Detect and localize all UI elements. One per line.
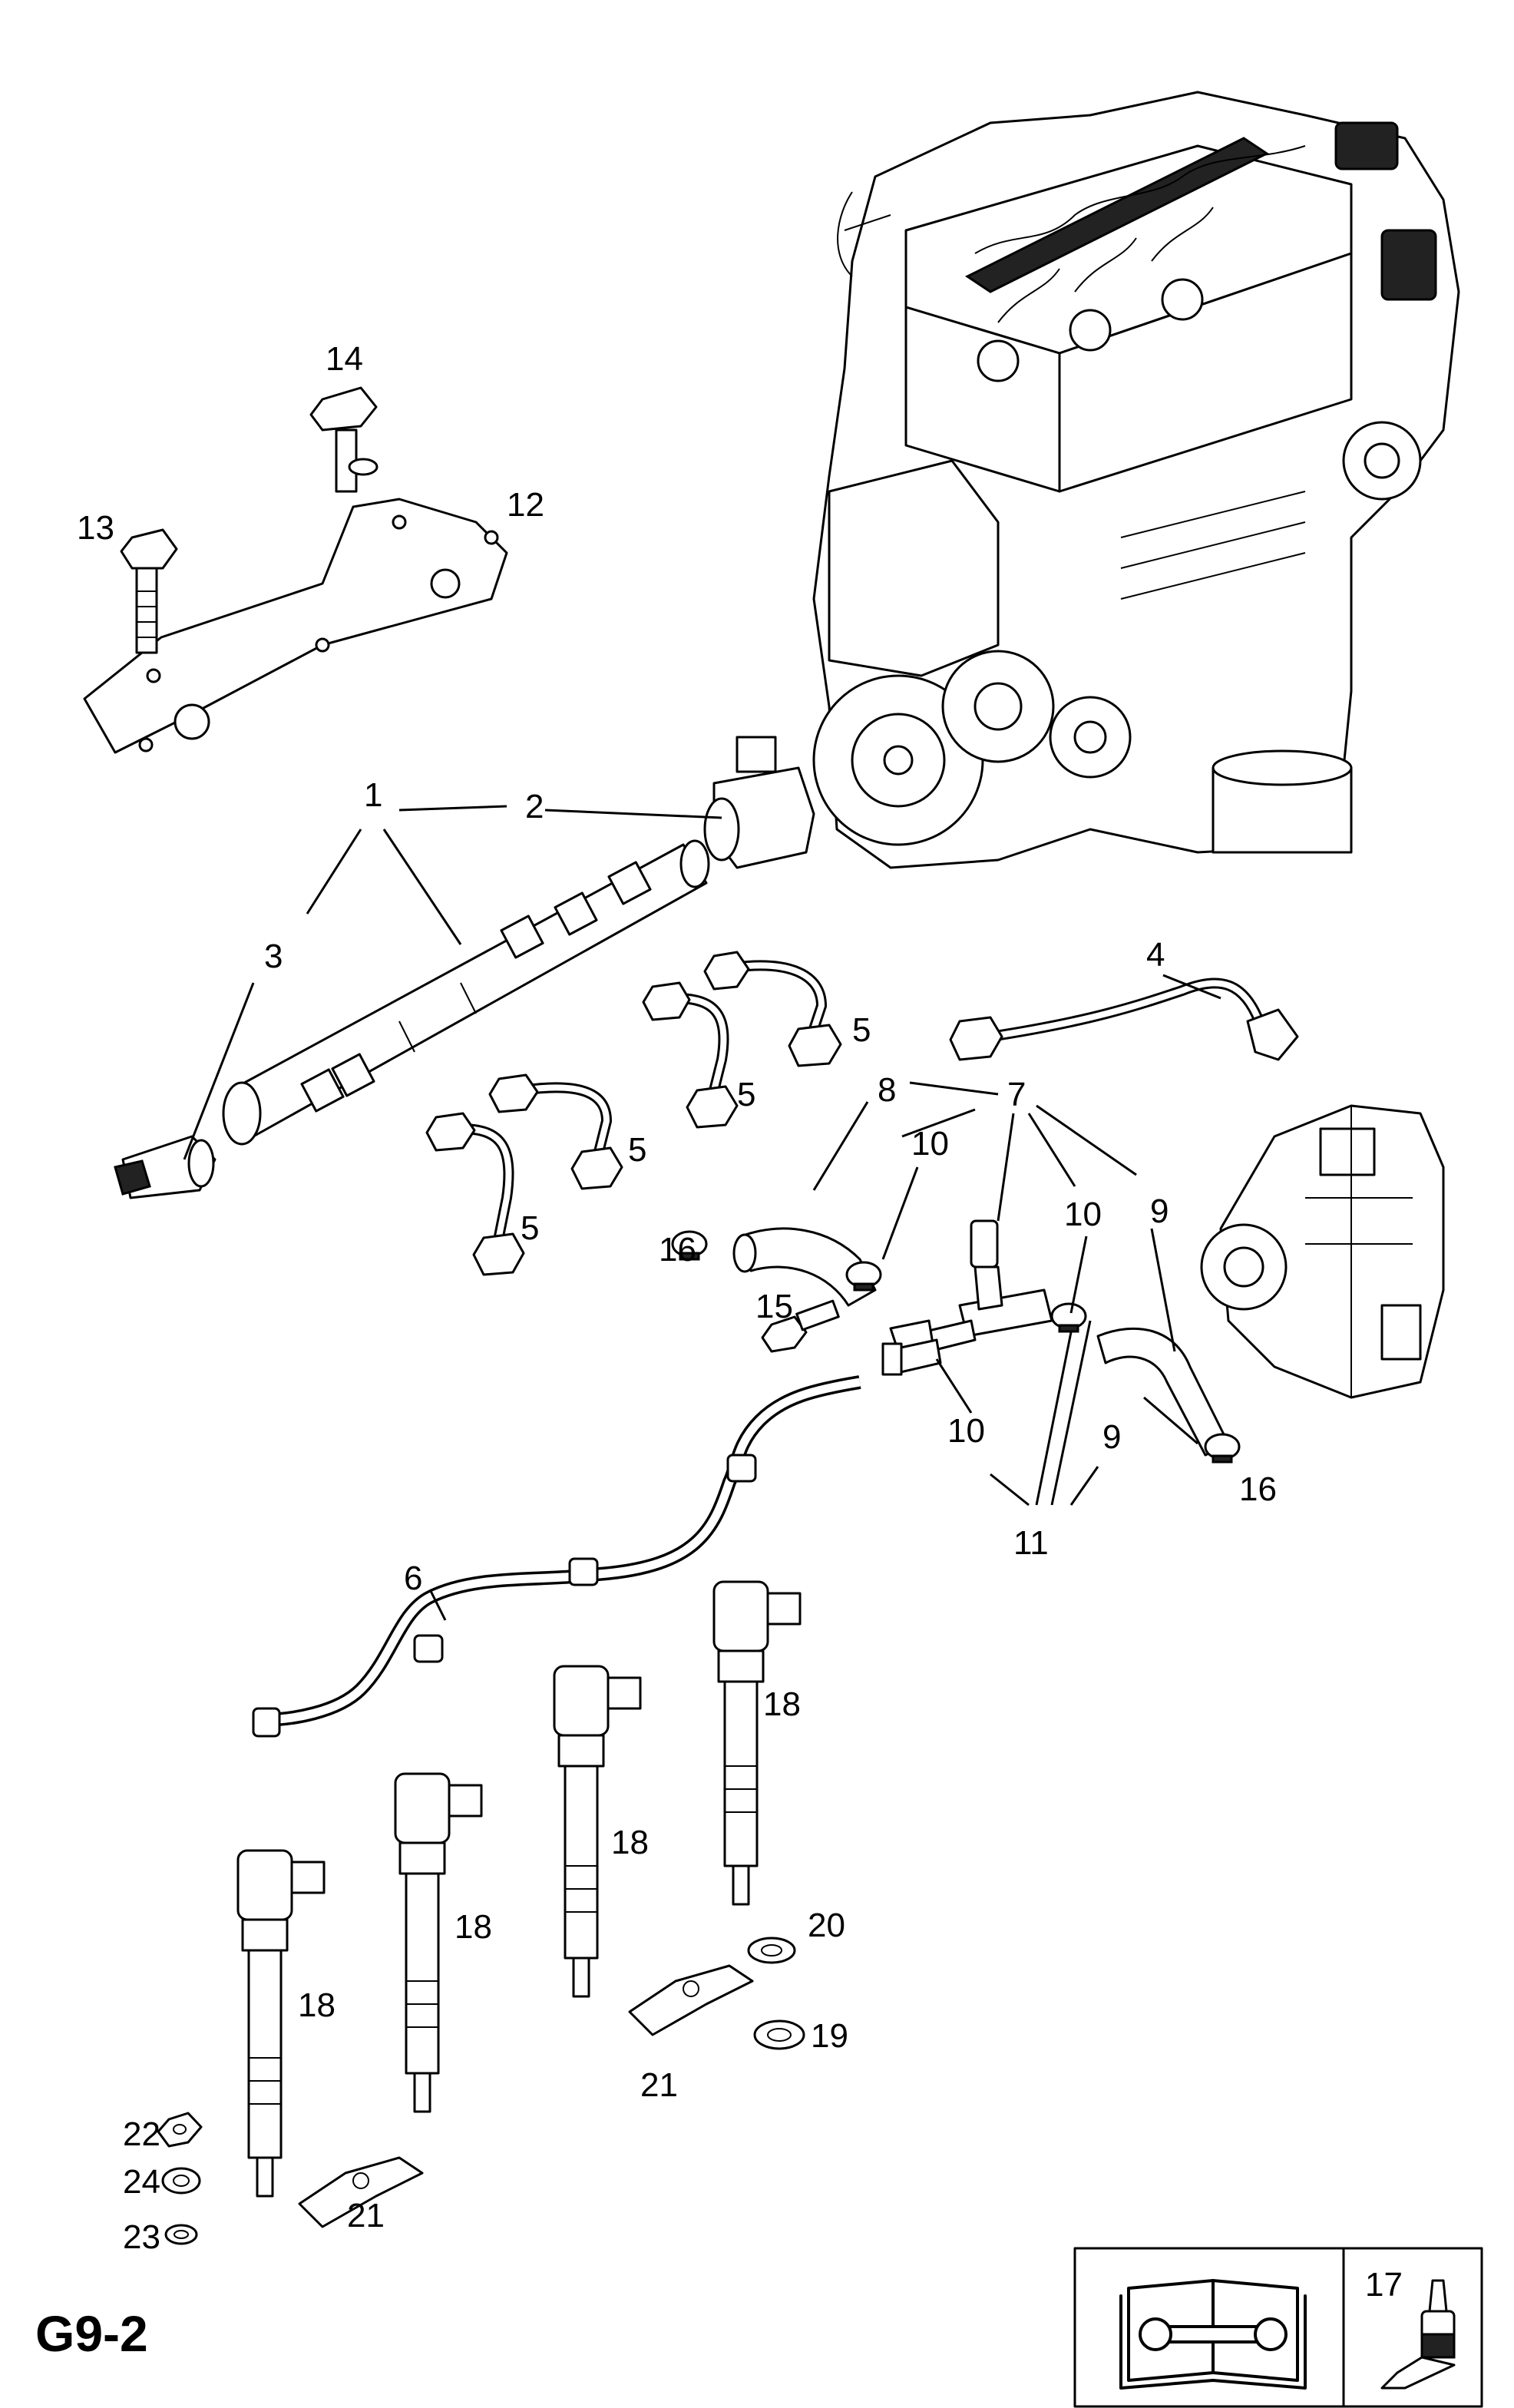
callout-2: 2 [525,788,544,825]
hose-clip-10-b [1050,1302,1087,1333]
bolt-13 [120,528,178,654]
callout-18-a: 18 [763,1685,801,1723]
injector-18-d [236,1849,326,2198]
washer-23 [164,2224,198,2245]
hp-pipe-5-c [488,1073,623,1190]
callout-10-a: 10 [911,1125,949,1163]
callout-21-b: 21 [347,2197,385,2234]
callout-18-d: 18 [298,1986,336,2024]
callout-9-a: 9 [1150,1192,1169,1230]
callout-21-a: 21 [640,2066,678,2104]
hp-pipe-5-b [642,981,739,1129]
callout-18-b: 18 [611,1824,649,1861]
callout-13: 13 [77,509,114,547]
hose-clip-16-b [1204,1433,1241,1464]
injector-18-c [394,1772,483,2113]
pressure-sensor-2 [703,736,815,869]
return-hose-8 [732,1227,877,1307]
t-piece-7 [889,1219,1053,1357]
page-code: G9-2 [35,2305,148,2362]
bolt-14 [309,386,378,493]
fuel-rail-1 [222,839,710,1146]
hp-pipe-5-d [425,1112,525,1276]
rail-bracket-12 [83,498,508,754]
callout-7: 7 [1007,1076,1026,1113]
injector-18-b [553,1665,642,1998]
bolt-15 [761,1299,840,1353]
callout-16-a: 16 [659,1231,696,1268]
legend-item-17: 17 [1365,2266,1403,2304]
callout-3: 3 [264,938,283,975]
callout-5-a: 5 [852,1011,871,1049]
callout-8: 8 [878,1071,896,1109]
washer-20 [747,1937,796,1964]
callout-22: 22 [123,2115,160,2153]
leader-lines [183,805,1221,1621]
leak-off-line-6 [252,1375,861,1738]
callout-24: 24 [123,2163,160,2201]
hose-clip-10-a [845,1261,882,1292]
sealant-tube-icon [1380,2279,1456,2390]
callout-labels: 1 2 3 4 5 5 5 5 6 7 8 9 9 10 10 10 11 12… [77,340,1277,2256]
callout-19: 19 [811,2017,848,2055]
injector-18-a [712,1580,802,1906]
callout-18-c: 18 [455,1908,492,1946]
callout-4: 4 [1146,936,1165,974]
nut-22 [157,2112,203,2148]
clamp-21-b [298,2156,424,2228]
pressure-limiter-3 [114,1135,217,1199]
callout-9-b: 9 [1102,1418,1121,1456]
hp-pump [1200,1104,1445,1399]
callout-5-d: 5 [521,1209,539,1247]
clamp-21-a [628,1964,754,2036]
callout-23: 23 [123,2218,160,2256]
callout-15: 15 [755,1288,793,1325]
callout-5-c: 5 [628,1131,646,1169]
engine-assembly [812,91,1460,869]
manual-wrench-icon [1119,2279,1307,2390]
hp-pipe-5-a [703,951,842,1067]
callout-20: 20 [808,1907,845,1944]
hose-clip-16-a [671,1230,708,1261]
callout-10-b: 10 [1064,1196,1102,1233]
callout-1: 1 [364,776,382,814]
callout-10-c: 10 [947,1412,985,1450]
bushing-24 [161,2167,201,2195]
supply-pipe-4 [949,977,1299,1061]
callout-12: 12 [507,486,544,524]
callout-5-b: 5 [737,1076,755,1113]
callout-6: 6 [404,1560,422,1597]
callout-16-b: 16 [1239,1470,1277,1508]
legend-box: 17 [1073,2247,1483,2408]
return-pipe-connector [881,1338,942,1376]
callout-11: 11 [1013,1524,1049,1562]
callout-14: 14 [326,340,363,378]
washer-19 [753,2019,805,2050]
